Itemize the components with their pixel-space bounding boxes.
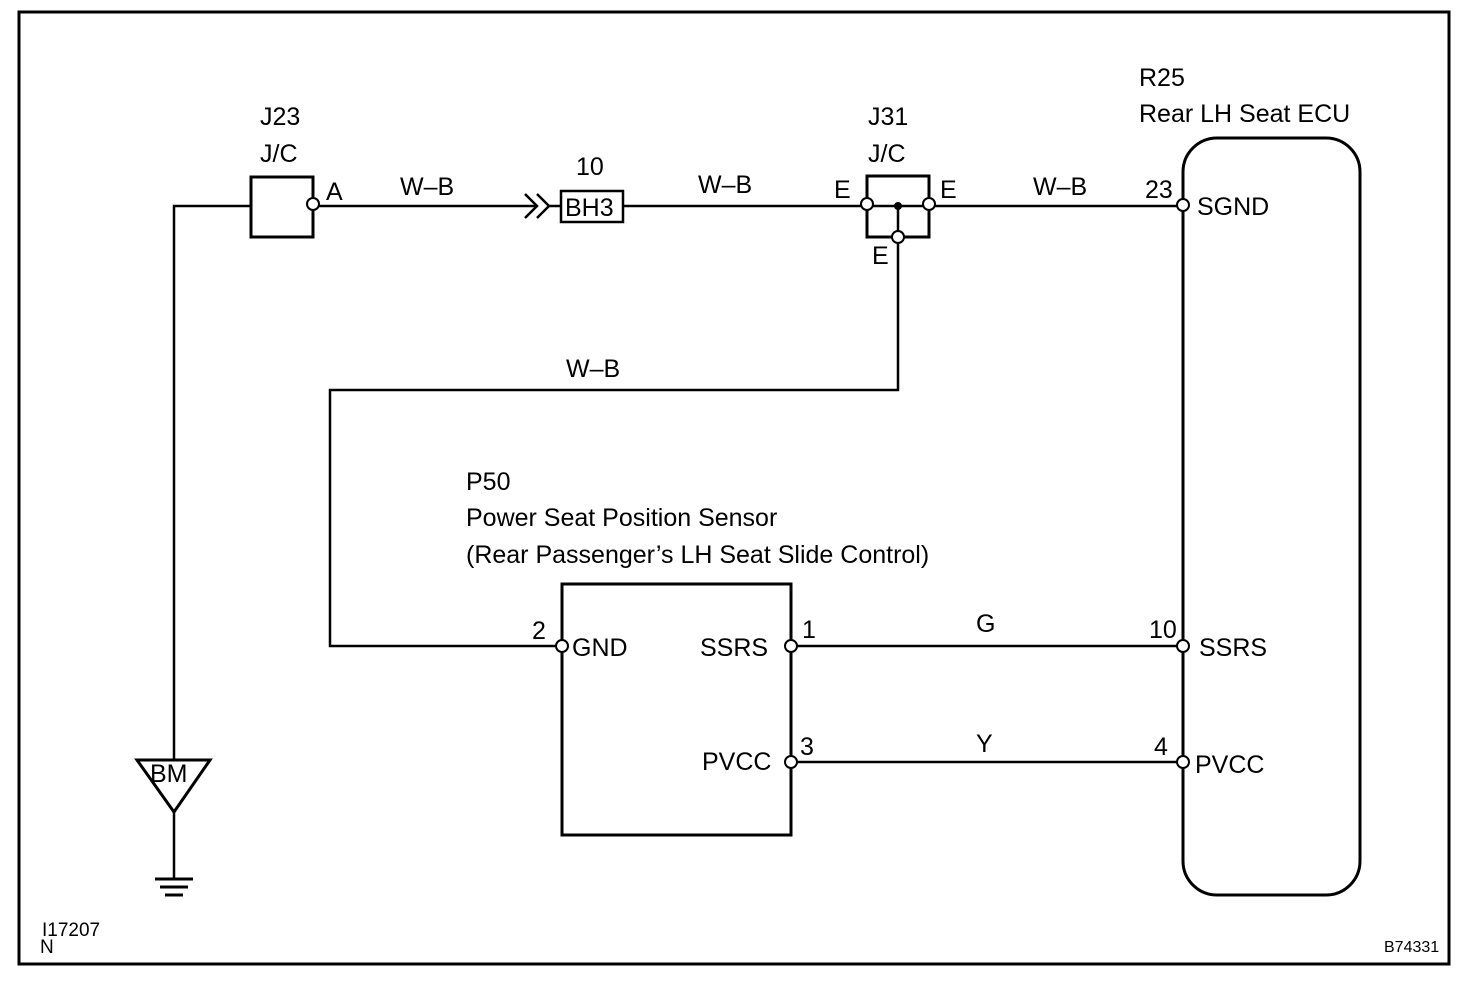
bh3-connector-box — [559, 189, 625, 224]
ground-point-triangle — [134, 758, 213, 815]
j23-code: J23 — [260, 103, 300, 131]
p50-name: Power Seat Position Sensor — [466, 504, 777, 532]
r25-pin-10-name: SSRS — [1199, 634, 1267, 662]
p50-pin-3-name: PVCC — [702, 748, 771, 776]
j23-connector-box — [249, 175, 315, 239]
bh3-connector-chevron-2 — [536, 193, 551, 219]
p50-subtitle: (Rear Passenger’s LH Seat Slide Control) — [466, 541, 929, 569]
p50-terminal-pvcc — [784, 755, 798, 769]
j31-terminal-right-label: E — [940, 176, 957, 204]
j31-code: J31 — [868, 103, 908, 131]
bh3-pin-number: 10 — [576, 153, 604, 181]
wire-j23-bh3-color: W–B — [400, 173, 454, 201]
r25-terminal-sgnd — [1176, 198, 1190, 212]
p50-code: P50 — [466, 468, 510, 496]
ground-point-code: BM — [150, 760, 188, 788]
wire-pvcc-color: Y — [976, 730, 993, 758]
j23-terminal-a — [306, 197, 320, 211]
j31-terminal-bottom — [891, 230, 905, 244]
wire-j31-p50-color: W–B — [566, 355, 620, 383]
j31-type: J/C — [868, 140, 906, 168]
bh3-code: BH3 — [565, 194, 614, 222]
j31-terminal-left-label: E — [834, 176, 851, 204]
r25-pin-10-number: 10 — [1149, 616, 1177, 644]
j31-terminal-right — [922, 197, 936, 211]
j31-splice-dot — [894, 202, 902, 210]
wire-bh3-j31-color: W–B — [698, 171, 752, 199]
wire-j31-r25-color: W–B — [1033, 173, 1087, 201]
p50-terminal-gnd — [555, 639, 569, 653]
ground-symbol-icon — [155, 877, 193, 897]
p50-pin-1-name: SSRS — [700, 634, 768, 662]
bh3-connector-chevron-1 — [524, 193, 539, 219]
j23-type: J/C — [260, 140, 298, 168]
p50-pin-1-number: 1 — [802, 616, 816, 644]
p50-pin-2-number: 2 — [532, 617, 546, 645]
footer-left-code: I17207 — [42, 920, 100, 941]
r25-code: R25 — [1139, 64, 1185, 92]
wire-j31-p50 — [328, 237, 900, 648]
j23-terminal-label: A — [326, 178, 343, 206]
diagram-frame — [17, 10, 1451, 966]
p50-pin-2-name: GND — [572, 634, 628, 662]
r25-terminal-ssrs — [1176, 639, 1190, 653]
wire-ssrs-color: G — [976, 610, 995, 638]
r25-pin-4-number: 4 — [1154, 733, 1168, 761]
j31-terminal-bottom-label: E — [872, 242, 889, 270]
r25-terminal-pvcc — [1176, 755, 1190, 769]
p50-sensor-box — [560, 582, 793, 837]
r25-pin-23-number: 23 — [1145, 176, 1173, 204]
r25-ecu-box — [1181, 136, 1362, 897]
j31-terminal-left — [860, 197, 874, 211]
wire-ground-w-b — [172, 204, 251, 760]
r25-pin-23-name: SGND — [1197, 193, 1269, 221]
p50-terminal-ssrs — [784, 639, 798, 653]
footer-right-code: B74331 — [1384, 939, 1439, 956]
p50-pin-3-number: 3 — [800, 733, 814, 761]
r25-pin-4-name: PVCC — [1195, 751, 1264, 779]
footer-left-letter: N — [40, 937, 54, 958]
r25-name: Rear LH Seat ECU — [1139, 100, 1350, 128]
